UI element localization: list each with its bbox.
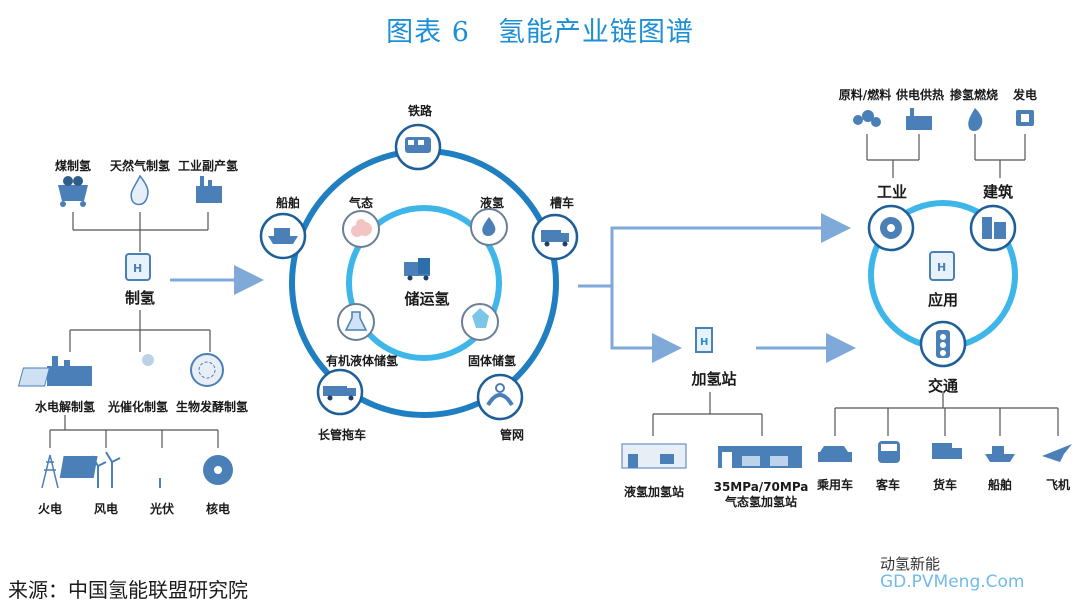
natural-gas-h2-label: 天然气制氢 — [109, 159, 171, 173]
nuclear-icon — [203, 455, 233, 485]
solar-power-label: 光伏 — [149, 502, 175, 516]
factory-icon — [196, 176, 222, 203]
liquid-h2-label: 液氢 — [479, 196, 505, 210]
svg-text:H: H — [937, 261, 946, 274]
application-title: 应用 — [927, 291, 959, 309]
h2-pump-icon: H — [695, 327, 713, 353]
liquid-station-label: 液氢加氢站 — [623, 485, 685, 499]
bio-ferment-icon — [190, 353, 224, 387]
tanker-label: 槽车 — [549, 196, 575, 210]
solid-crystal-icon — [472, 308, 489, 328]
truck-label: 货车 — [932, 478, 958, 492]
liquid-station-icon — [621, 443, 687, 469]
organic-liquid-label: 有机液体储氢 — [325, 354, 399, 368]
generator-icon — [1016, 110, 1034, 126]
nuclear-power-label: 核电 — [205, 502, 231, 516]
car-label: 乘用车 — [816, 478, 854, 492]
storage-truck-icon — [404, 258, 430, 281]
watermark-account: 动氢新能 — [880, 555, 941, 573]
railway-label: 铁路 — [407, 104, 433, 118]
storage-title: 储运氢 — [404, 290, 450, 308]
train-icon — [405, 137, 431, 153]
svg-text:H: H — [700, 337, 708, 348]
generator-label: 发电 — [1012, 88, 1038, 102]
station-tree-lines — [652, 392, 763, 436]
gas-cloud-icon — [351, 219, 372, 237]
photocatalysis-h2-label: 光催化制氢 — [107, 400, 169, 414]
industrial-byproduct-h2-label: 工业副产氢 — [177, 159, 239, 173]
electrolysis-h2-label: 水电解制氢 — [34, 400, 96, 414]
traffic-light-icon — [936, 330, 950, 358]
hydropower-icon — [47, 356, 92, 386]
airplane-label: 飞机 — [1045, 478, 1071, 492]
coal-icon — [58, 176, 88, 207]
coal-h2-label: 煤制氢 — [54, 159, 92, 173]
tanker-truck-icon — [541, 230, 569, 247]
building-icon — [982, 217, 1006, 239]
transport-title: 交通 — [927, 377, 959, 395]
flame-icon — [130, 174, 149, 206]
liquid-drop-icon — [482, 217, 496, 236]
svg-text:H: H — [133, 262, 142, 275]
biofermentation-h2-label: 生物发酵制氢 — [175, 400, 249, 414]
solar-panel-icon — [59, 456, 161, 488]
h2-tank-icon: H — [125, 253, 151, 281]
ship-label: 船舶 — [275, 196, 301, 210]
production-title: 制氢 — [124, 289, 156, 307]
gas-station-icon — [718, 446, 802, 468]
gas-station-pressure: 35MPa/70MPa — [713, 480, 809, 494]
solar-catalysis-icon — [17, 354, 154, 387]
production-tree-lines — [49, 212, 219, 448]
application-h2-icon: H — [929, 251, 955, 281]
blend-combustion-label: 掺氢燃烧 — [949, 88, 999, 102]
storage-inner-ring — [346, 205, 502, 361]
building-node — [969, 204, 1017, 252]
industry-title: 工业 — [876, 183, 908, 201]
power-heat-plant-icon — [906, 108, 932, 130]
thermal-power-label: 火电 — [37, 502, 63, 516]
gas-station-label: 35MPa/70MPa 气态氢加氢站 — [714, 480, 809, 510]
wind-power-label: 风电 — [93, 502, 119, 516]
tube-trailer-label: 长管拖车 — [317, 428, 367, 442]
pipeline-label: 管网 — [499, 428, 525, 442]
flask-icon — [344, 311, 368, 331]
building-title: 建筑 — [982, 183, 1014, 201]
ship-icon — [985, 446, 1015, 462]
gas-station-type: 气态氢加氢站 — [724, 495, 797, 509]
raw-material-label: 原料/燃料 — [838, 88, 892, 102]
industry-gear-icon — [880, 217, 902, 239]
truck-icon — [932, 443, 962, 459]
station-title: 加氢站 — [691, 370, 737, 388]
blend-combustion-icon — [968, 108, 983, 131]
car-icon — [818, 446, 852, 462]
bus-icon — [878, 441, 900, 463]
solid-storage-label: 固体储氢 — [467, 354, 517, 368]
tube-trailer-icon — [323, 386, 356, 401]
gaseous-label: 气态 — [348, 196, 374, 210]
application-tree-lines — [834, 134, 1059, 436]
cargo-ship-icon — [268, 228, 298, 244]
raw-material-icon — [853, 110, 881, 127]
pipeline-icon — [486, 383, 514, 407]
thermal-power-icon — [41, 454, 59, 489]
ship-transport-label: 船舶 — [987, 478, 1013, 492]
bus-label: 客车 — [875, 478, 901, 492]
airplane-icon — [1042, 444, 1072, 462]
watermark-site: GD.PVMeng.Com — [880, 572, 1025, 592]
source-note: 来源：中国氢能联盟研究院 — [8, 578, 248, 602]
power-heat-label: 供电供热 — [895, 88, 945, 102]
figure-title: 图表 6 氢能产业链图谱 — [386, 17, 694, 48]
